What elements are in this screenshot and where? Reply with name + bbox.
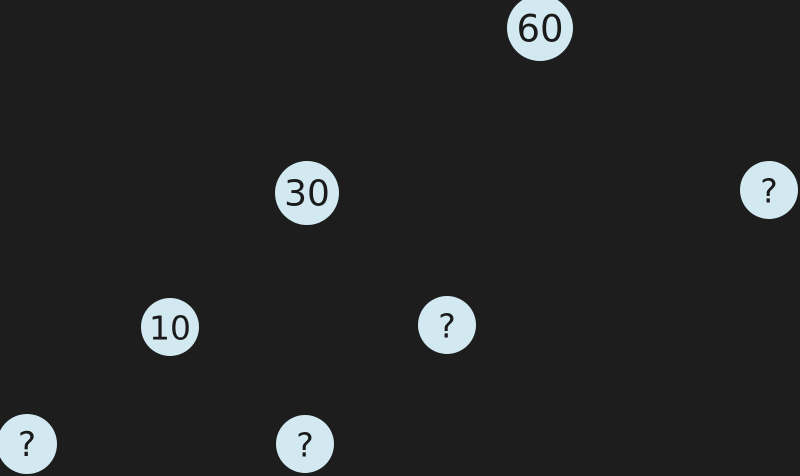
number-circle[interactable]: 30 <box>275 161 339 225</box>
circle-shape[interactable] <box>507 0 573 61</box>
circle-shape[interactable] <box>418 296 476 354</box>
circle-shape[interactable] <box>276 415 334 473</box>
circle-shape[interactable] <box>740 161 798 219</box>
hidden-circle[interactable]: ? <box>740 161 798 219</box>
circle-shape[interactable] <box>0 414 57 474</box>
number-circle[interactable]: 10 <box>141 298 199 356</box>
circle-shape[interactable] <box>275 161 339 225</box>
hidden-circle[interactable]: ? <box>276 415 334 473</box>
circle-shape[interactable] <box>141 298 199 356</box>
hidden-circle[interactable]: ? <box>418 296 476 354</box>
